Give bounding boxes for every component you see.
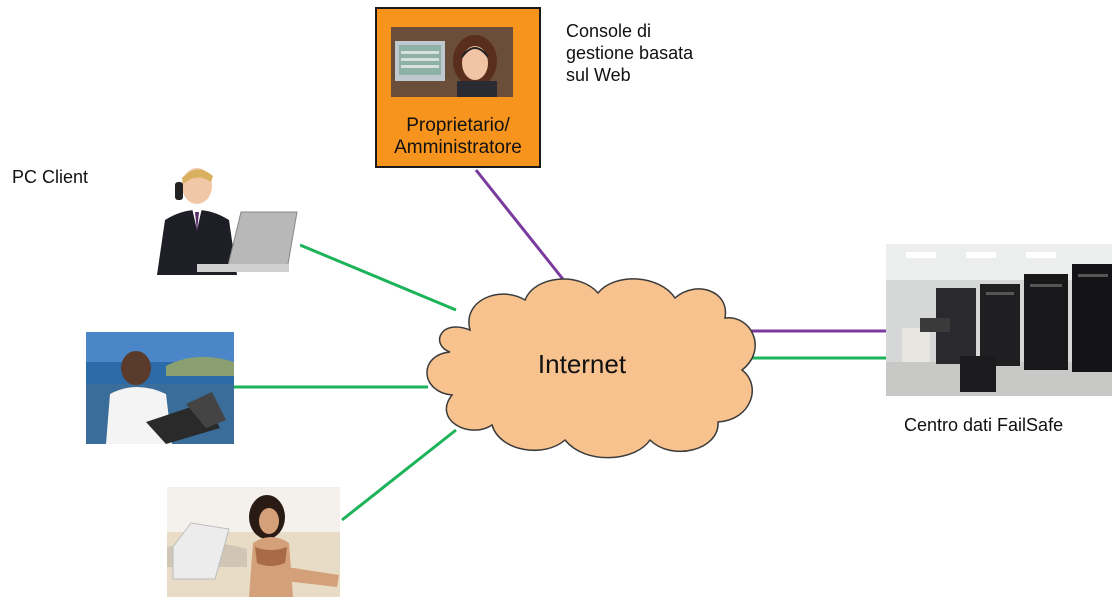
admin-photo-illustration [391, 27, 513, 97]
admin-node: Proprietario/ Amministratore [375, 7, 541, 168]
client-photo-1-illustration [137, 160, 300, 275]
admin-caption-line-1: Proprietario/ [406, 115, 510, 136]
client-photo-3 [167, 487, 340, 597]
admin-caption-line-2: Amministratore [394, 137, 522, 158]
link-client1-internet [299, 243, 457, 312]
pc-client-label: PC Client [12, 167, 89, 187]
link-admin-internet [474, 169, 572, 289]
console-caption-line-2: gestione basata [566, 43, 694, 63]
client-photo-1 [137, 160, 300, 275]
datacenter-photo [886, 244, 1112, 396]
internet-cloud [426, 278, 756, 459]
link-client3-internet [341, 428, 457, 522]
admin-photo [391, 27, 513, 97]
console-caption-line-1: Console di [566, 21, 652, 41]
client-photo-3-illustration [167, 487, 340, 597]
datacenter-photo-illustration [886, 244, 1112, 396]
console-caption: Console di gestione basata sul Web [566, 20, 693, 86]
admin-caption: Proprietario/ Amministratore [377, 115, 539, 159]
console-caption-line-3: sul Web [566, 65, 631, 85]
internet-label: Internet [537, 349, 627, 379]
client-photo-2 [86, 332, 234, 444]
client-photo-2-illustration [86, 332, 234, 444]
datacenter-label: Centro dati FailSafe [904, 415, 1064, 435]
